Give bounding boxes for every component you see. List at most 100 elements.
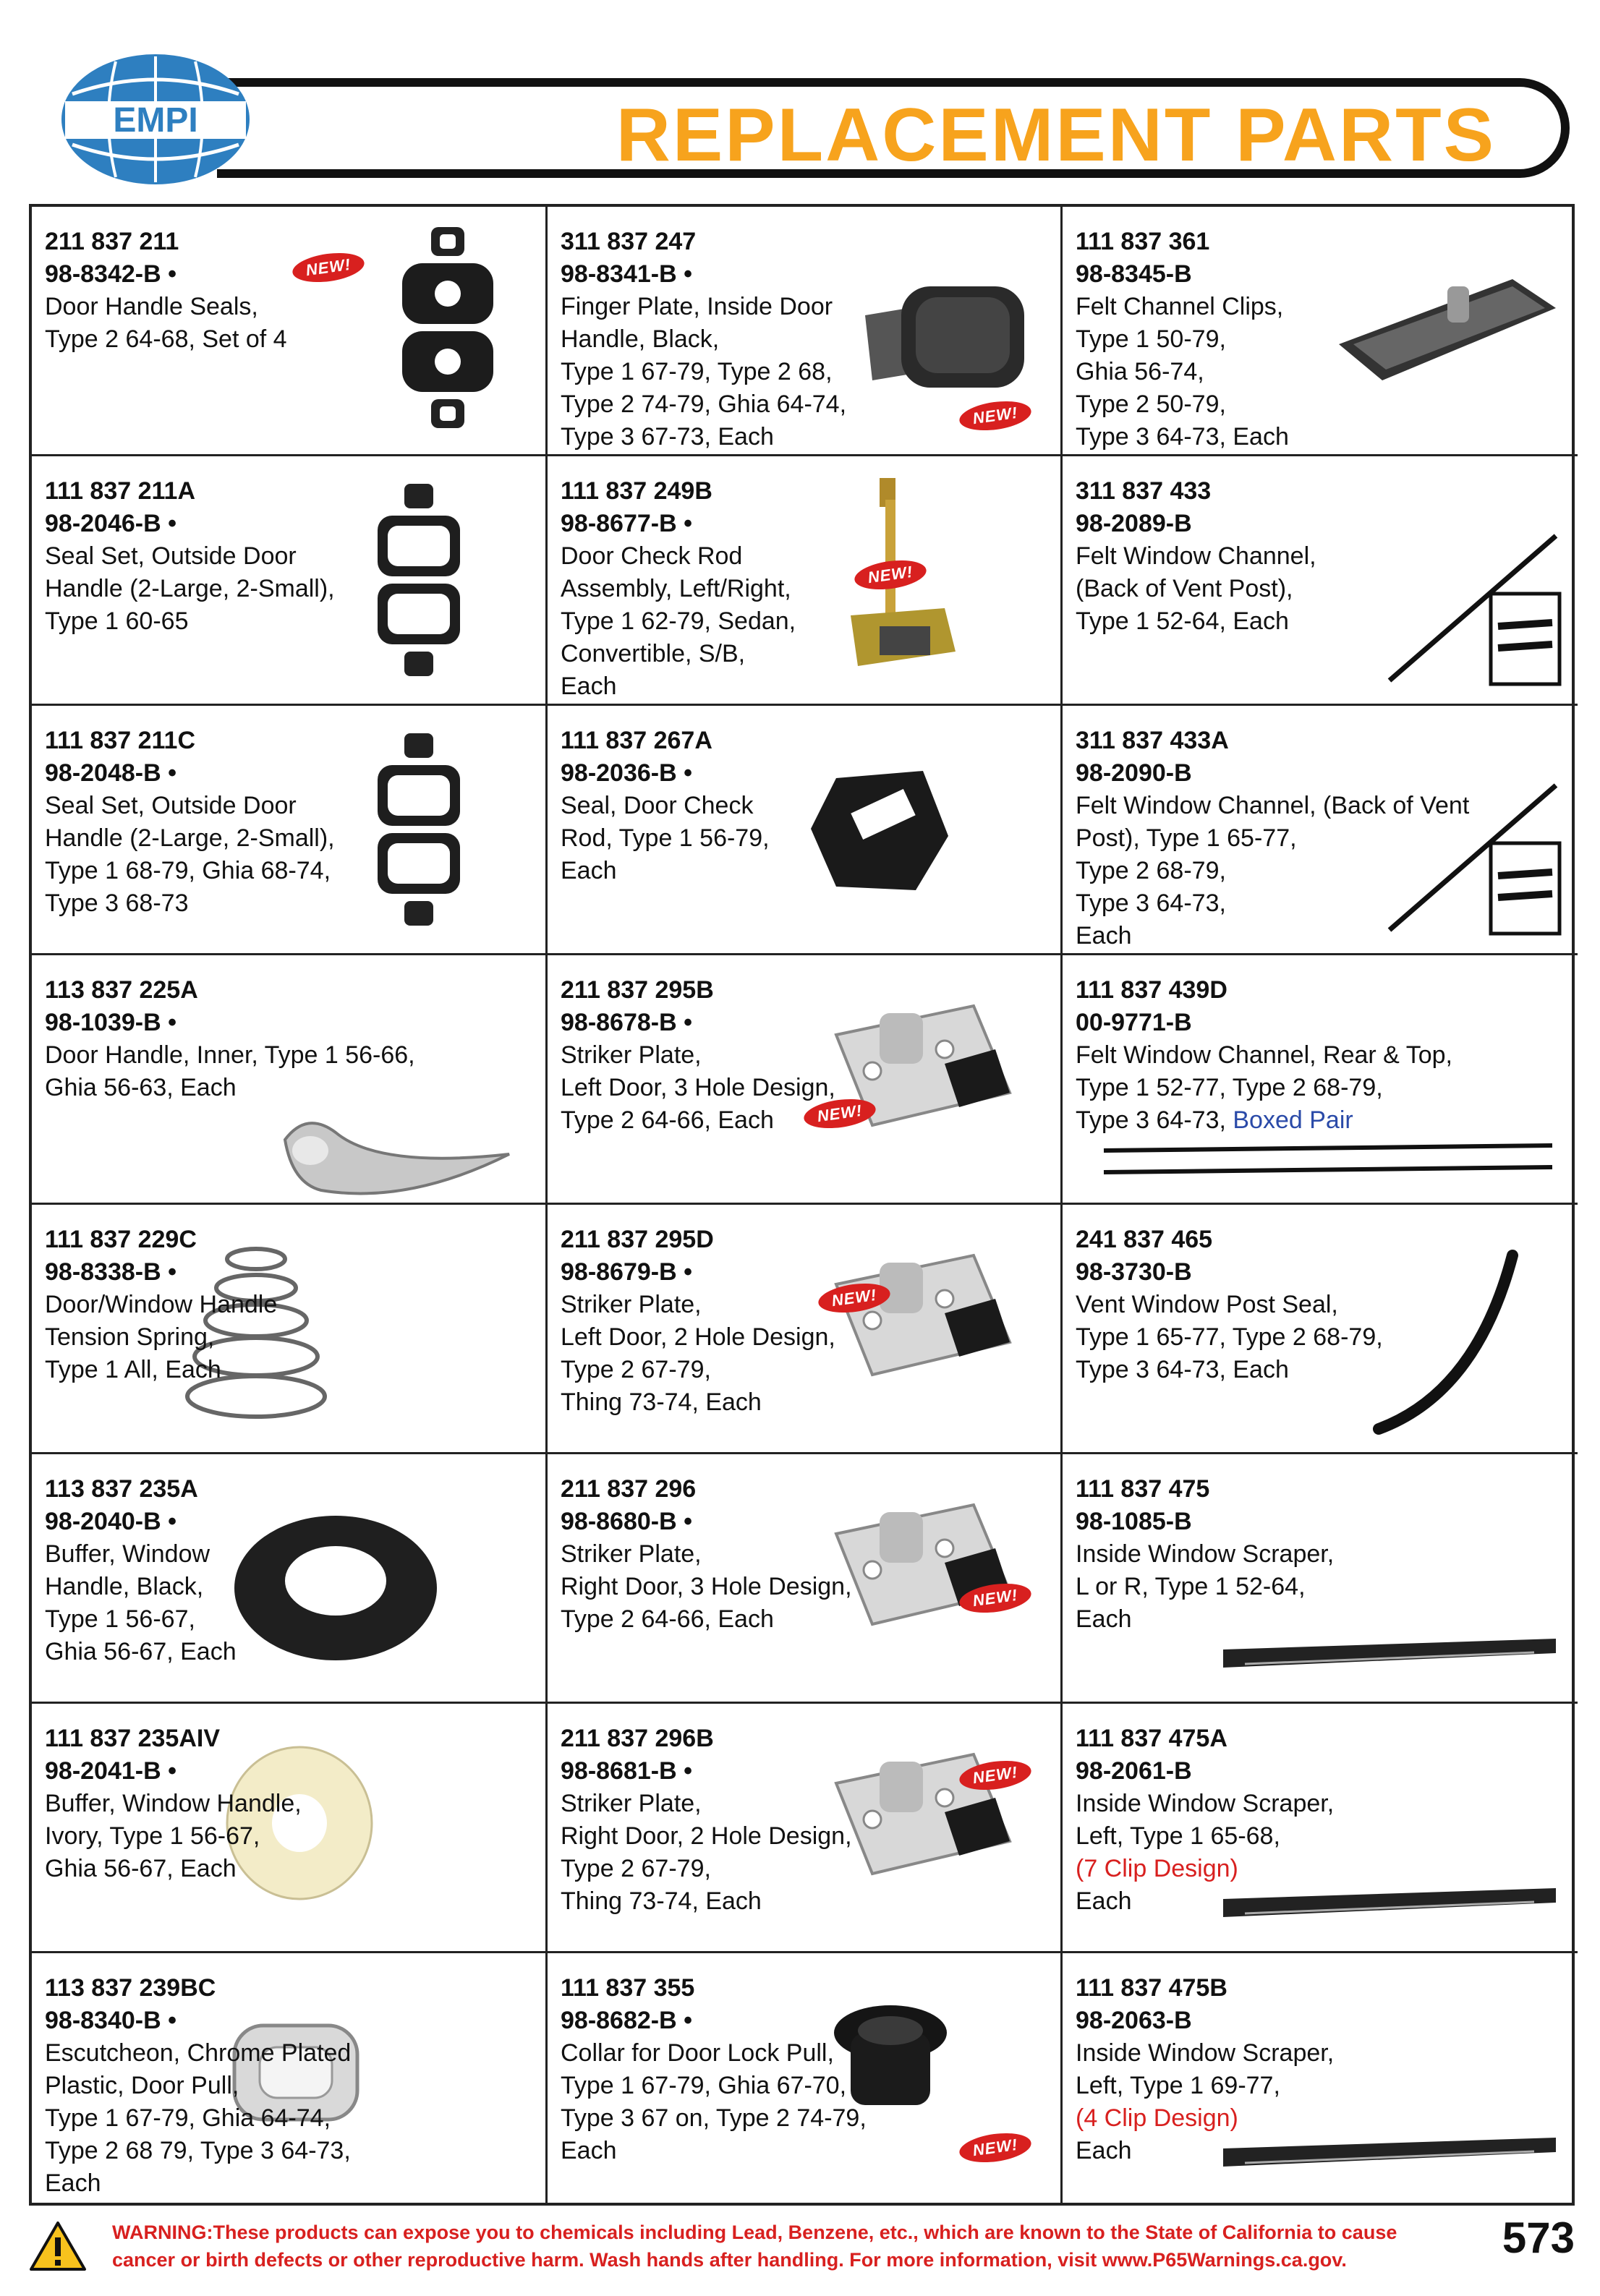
description-line: Type 3 64-73, Each [1076,423,1289,451]
sku-number: 98-8679-B • [561,1258,693,1286]
part-number: 211 837 295B [561,976,714,1004]
part-number: 111 837 235AIV [45,1725,221,1752]
title-bar: REPLACEMENT PARTS [174,78,1570,178]
part-number: 211 837 211 [45,228,179,255]
description-line: Type 2 64-66, Each [561,1106,774,1134]
description-line: Post), Type 1 65-77, [1076,824,1297,852]
description-line: Inside Window Scraper, [1076,1790,1335,1817]
description-line: Ghia 56-63, Each [45,1074,237,1101]
door-check-seal-icon [807,756,952,905]
description-text: Type 3 64-73, [1076,1106,1233,1134]
description-line: Ghia 56-67, Each [45,1855,237,1882]
description-line: Finger Plate, Inside Door [561,293,833,320]
description-line: Striker Plate, [561,1041,702,1069]
description-line: Type 1 62-79, Sedan, [561,607,796,635]
description-line: Type 3 64-73, [1076,889,1226,917]
description-line: Rod, Type 1 56-79, [561,824,770,852]
part-description: 113 837 225A 98-1039-B • Door Handle, Inne… [45,974,415,1104]
sku-number: 98-2036-B • [561,759,693,787]
sku-number: 98-8681-B • [561,1757,693,1785]
buffer-black-icon [227,1505,444,1668]
striker-plate-icon [829,991,1024,1140]
description-line: Each [1076,1887,1132,1915]
description-line: Ghia 56-67, Each [45,1638,237,1665]
part-number: 113 837 239BC [45,1974,216,2002]
warning-label: WARNING: [112,2222,213,2243]
description-line: Escutcheon, Chrome Plated [45,2039,352,2067]
buffer-ivory-icon [220,1740,379,1910]
door-handle-seals-icon [386,223,509,436]
description-line: Felt Window Channel, [1076,542,1316,570]
new-badge: NEW! [957,2129,1034,2167]
description-line: Right Door, 3 Hole Design, [561,1573,852,1600]
description-line: Type 2 68 79, Type 3 64-73, [45,2137,351,2164]
description-line: Type 1 50-79, [1076,325,1226,353]
description-line: Each [1076,922,1132,949]
description-line: Seal Set, Outside Door [45,542,297,570]
felt-window-channel-icon [1382,529,1563,699]
description-line: L or R, Type 1 52-64, [1076,1573,1306,1600]
description-line: Left Door, 2 Hole Design, [561,1323,835,1351]
description-line: Striker Plate, [561,1291,702,1318]
collar-icon [829,2000,952,2127]
sku-number: 98-8682-B • [561,2007,693,2034]
part-number: 111 837 439D [1076,976,1227,1004]
description-line: Ghia 56-74, [1076,358,1204,385]
sku-number: 98-1039-B • [45,1009,177,1036]
description-line: Type 2 67-79, [561,1855,711,1882]
sku-number: 00-9771-B [1076,1009,1192,1036]
empi-logo: EMPI [61,54,250,184]
sku-number: 98-8338-B • [45,1258,177,1286]
door-check-rod-icon [836,471,966,684]
description-line: Ivory, Type 1 56-67, [45,1822,260,1850]
page-number: 573 [1502,2214,1575,2262]
description-line: Handle, Black, [45,1573,204,1600]
description-line: Striker Plate, [561,1790,702,1817]
description-line: Each [1076,2137,1132,2164]
description-line: Type 1 67-79, Ghia 64-74, [45,2104,331,2132]
logo-text: EMPI [113,101,197,140]
part-description: 113 837 239BC 98-8340-B • Escutcheon, Chro… [45,1972,363,2200]
description-line: Type 2 50-79, [1076,391,1226,418]
description-line: Type 1 68-79, Ghia 68-74, [45,857,331,884]
felt-channel-clip-icon [1332,265,1563,391]
part-cell: 113 837 225A 98-1039-B • Door Handle, Inne… [32,955,548,1205]
page-title: REPLACEMENT PARTS [616,93,1496,177]
warning-icon [30,2222,86,2271]
description-line: Handle (2-Large, 2-Small), [45,575,335,602]
warning-line-1: These products can expose you to chemica… [213,2222,1397,2243]
description-line: Plastic, Door Pull, [45,2072,239,2099]
part-number: 113 837 225A [45,976,198,1004]
part-number: 113 837 235A [45,1475,198,1503]
sku-number: 98-1085-B [1076,1508,1192,1535]
sku-number: 98-8678-B • [561,1009,693,1036]
description-line: Seal Set, Outside Door [45,792,297,819]
description-line: Type 1 67-79, Type 2 68, [561,358,833,385]
prop65-warning: WARNING:These products can expose you to… [112,2219,1486,2274]
sku-number: 98-8340-B • [45,2007,177,2034]
description-line: Type 1 65-77, Type 2 68-79, [1076,1323,1383,1351]
sku-number: 98-2061-B [1076,1757,1192,1785]
description-line: Door Handle, Inner, Type 1 56-66, [45,1041,415,1069]
part-number: 311 837 247 [561,228,697,255]
description-line: Type 2 68-79, [1076,857,1226,884]
